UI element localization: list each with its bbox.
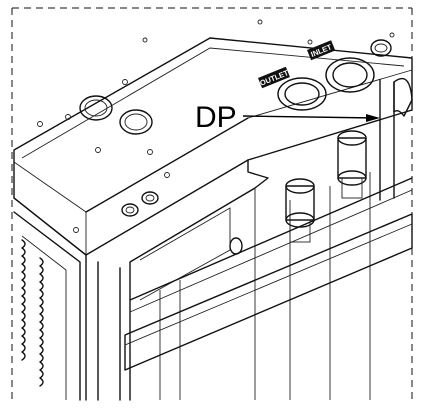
dp-component	[379, 77, 413, 201]
outlet-label: OUTLET	[259, 68, 291, 88]
front-section	[85, 159, 413, 401]
pipe-connections: OUTLET INLET	[258, 40, 375, 111]
leader-line	[242, 115, 377, 119]
inlet-label: INLET	[310, 42, 334, 59]
inlet-opening	[325, 57, 375, 93]
arrowhead	[366, 114, 380, 122]
callout-label: DP	[195, 101, 237, 134]
outlet-badge: OUTLET	[258, 66, 291, 89]
valve-fittings	[285, 130, 367, 243]
cable-grommets	[79, 39, 392, 217]
dp-callout: DP	[195, 101, 380, 134]
outlet-opening	[277, 77, 327, 111]
left-side-panel	[13, 197, 87, 401]
